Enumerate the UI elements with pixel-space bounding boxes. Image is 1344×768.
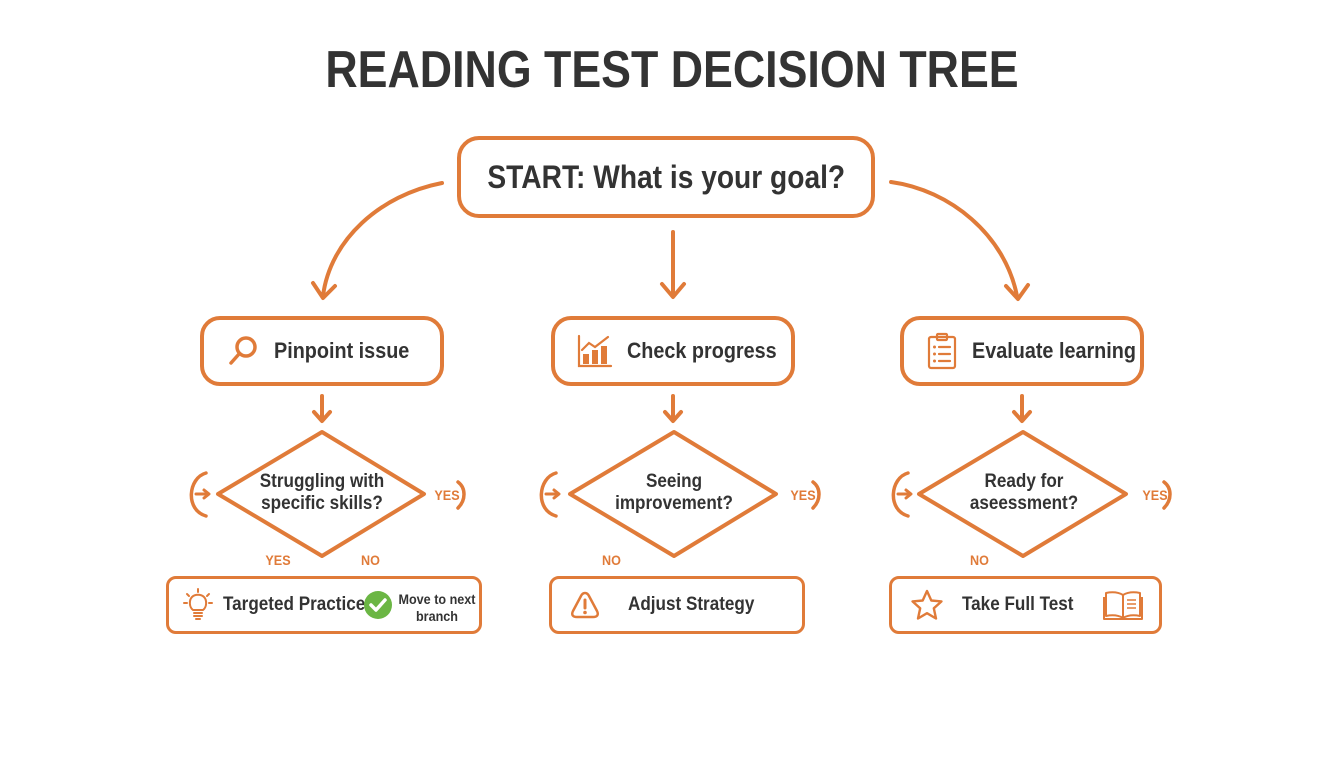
question-line: Struggling with [259, 471, 385, 492]
clipboard-icon [926, 332, 958, 370]
yes-label: YES [265, 552, 291, 568]
secondary-line: Move to next [398, 591, 476, 607]
move-next-branch-text: Move to next branch [396, 591, 479, 625]
check-circle-icon [363, 590, 393, 620]
bar-chart-icon [577, 334, 613, 368]
result-label: Adjust Strategy [628, 594, 755, 615]
yes-label: YES [790, 487, 816, 503]
no-label: NO [970, 552, 989, 568]
no-label: NO [602, 552, 621, 568]
warning-icon [570, 591, 600, 619]
branch-pinpoint-issue[interactable]: Pinpoint issue [200, 316, 444, 386]
star-icon [910, 589, 944, 621]
start-node[interactable]: START: What is your goal? [457, 136, 875, 218]
question-line: Seeing [645, 471, 703, 492]
branch-check-progress[interactable]: Check progress [551, 316, 795, 386]
result-take-full-test[interactable]: Take Full Test [889, 576, 1162, 634]
yes-label: YES [434, 487, 460, 503]
result-label: Targeted Practice [223, 594, 366, 615]
secondary-line: branch [415, 608, 459, 624]
question-line: specific skills? [261, 493, 383, 514]
magnifier-icon [226, 334, 260, 368]
question-line: Ready for [984, 471, 1064, 492]
no-label: NO [361, 552, 380, 568]
start-label: START: What is your goal? [487, 158, 845, 195]
decision-question-3: Ready for aseessment? [952, 471, 1096, 515]
question-line: improvement? [615, 493, 733, 514]
arrow-start-to-evaluate [889, 180, 1019, 298]
result-adjust-strategy[interactable]: Adjust Strategy [549, 576, 805, 634]
branch-label: Evaluate learning [972, 338, 1136, 363]
arrow-start-to-pinpoint [321, 181, 444, 298]
result-targeted-practice[interactable]: Targeted Practice Move to next branch [166, 576, 482, 634]
branch-label: Check progress [627, 338, 777, 363]
question-line: aseessment? [969, 493, 1079, 514]
branch-evaluate-learning[interactable]: Evaluate learning [900, 316, 1144, 386]
lightbulb-icon [183, 588, 213, 622]
page-title: READING TEST DECISION TREE [325, 41, 1019, 99]
yes-label: YES [1142, 487, 1168, 503]
result-label: Take Full Test [962, 594, 1074, 615]
branch-label: Pinpoint issue [274, 338, 410, 363]
book-icon [1103, 589, 1143, 621]
decision-question-2: Seeing improvement? [602, 471, 746, 515]
decision-question-1: Struggling with specific skills? [250, 471, 394, 515]
